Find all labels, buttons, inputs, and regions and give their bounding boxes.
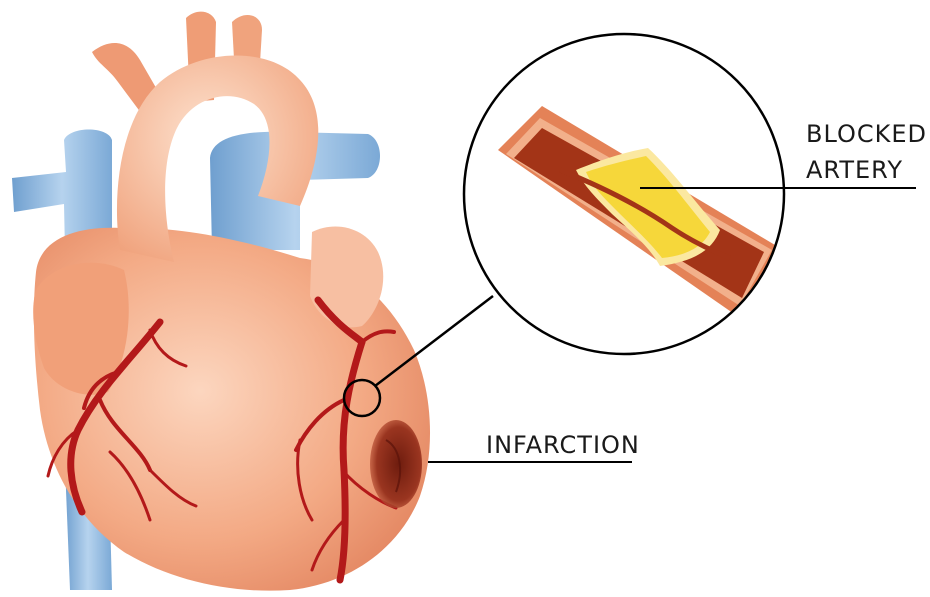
left-atrium [310,226,383,327]
heart-illustration [12,12,430,591]
infarction-area [370,420,422,508]
infarction-label: INFARCTION [486,430,640,460]
magnified-artery [464,34,784,354]
blocked-artery-label-line2: ARTERY [806,155,903,185]
blocked-artery-label-line1: BLOCKED [806,119,927,149]
